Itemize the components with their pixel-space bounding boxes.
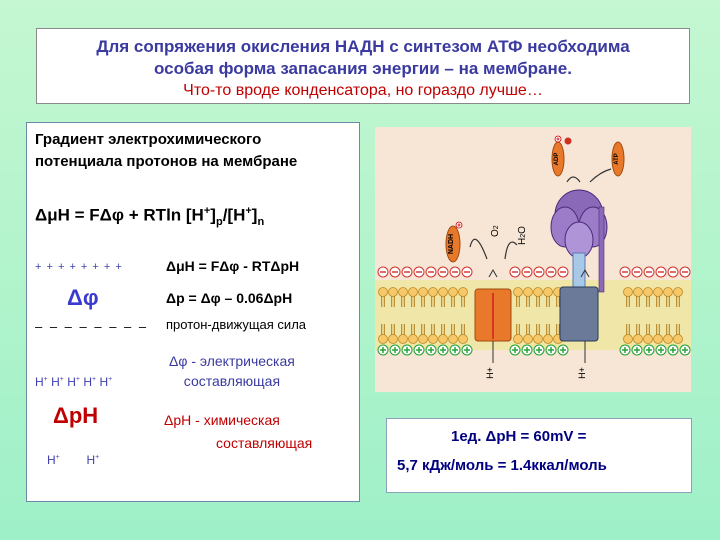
adp-plus-icon [554, 135, 562, 143]
title-box: Для сопряжения окисления НАДН с синтезом… [36, 28, 690, 104]
panel-heading-line-2: потенциала протонов на мембране [35, 153, 298, 170]
electric-line-2: составляющая [183, 373, 281, 389]
adp-oval: ADP [551, 141, 565, 177]
formula-sup-2: + [245, 205, 252, 217]
nadh-plus-icon [455, 221, 463, 229]
potential-equation: ΔμH = FΔφ - RTΔpH [166, 258, 300, 274]
chemical-line-2: составляющая [216, 435, 313, 451]
formula-sub-p: p [215, 216, 223, 229]
h2o-label: H2O [517, 226, 528, 245]
proton-4: H+ [83, 375, 97, 389]
proton-6: H+ [47, 453, 60, 467]
main-formula: ΔμH = FΔφ + RTln [H+]p/[H+]n [35, 205, 265, 229]
delta-ph-symbol: ΔpH [53, 403, 99, 428]
electric-component: Δφ - электрическая составляющая [169, 351, 295, 391]
nadh-arrow [469, 238, 488, 260]
chemical-line-1: ΔpH - химическая [164, 412, 280, 428]
minus-charges-row [377, 266, 691, 278]
nadh-label: NADH [448, 234, 455, 254]
proton-1: H+ [35, 375, 48, 389]
o2-label: O2 [490, 225, 501, 237]
atp-arrow [589, 168, 612, 183]
atp-oval: ATP [611, 141, 625, 177]
proton-3: H+ [67, 375, 80, 389]
formula-sub-n: n [257, 216, 265, 229]
proton-force-equation: Δp = Δφ – 0.06ΔpH [166, 290, 293, 306]
proton-7: H+ [86, 453, 100, 467]
nadh-oval: NADH [445, 225, 461, 263]
atp-label: ATP [614, 153, 620, 165]
info-line-2: 5,7 кДж/моль = 1.4ккал/моль [397, 457, 607, 474]
title-line-3: Что-то вроде конденсатора, но гораздо лу… [183, 82, 543, 99]
membrane-diagram: NADH O2 H2O ADP ATP H+ [375, 127, 691, 392]
panel-heading-line-1: Градиент электрохимического [35, 131, 262, 148]
title-line-1: Для сопряжения окисления НАДН с синтезом… [96, 37, 630, 56]
atp-synthase [550, 189, 608, 363]
proton-row-bottom: H+ H+ [47, 453, 99, 467]
delta-phi-symbol: Δφ [67, 285, 99, 310]
proton-row: H+ H+ H+ H+ H+ [35, 375, 112, 389]
formula-main: ΔμH = FΔφ + RTln [H [35, 205, 204, 225]
adp-label: ADP [554, 153, 560, 166]
respiratory-complex [474, 268, 512, 363]
formula-sup-1: + [203, 205, 211, 217]
gradient-panel: Градиент электрохимического потенциала п… [26, 122, 360, 502]
adp-arrow [566, 176, 581, 183]
electric-line-1: Δφ - электрическая [169, 353, 295, 369]
membrane-svg: NADH O2 H2O ADP ATP H+ [375, 135, 691, 379]
formula-mid: /[H [222, 205, 246, 225]
proton-label-2: H+ [577, 367, 587, 379]
title-line-2: особая форма запасания энергии – на мемб… [154, 59, 572, 78]
proton-label-1: H+ [485, 367, 495, 379]
phosphate-icon [564, 137, 572, 145]
info-box: 1ед. ΔpH = 60mV = 5,7 кДж/моль = 1.4ккал… [386, 418, 692, 493]
proton-5: H+ [99, 375, 113, 389]
o2-arrow [504, 241, 518, 260]
panel-heading: Градиент электрохимического потенциала п… [35, 129, 297, 173]
proton-2: H+ [51, 375, 64, 389]
plus-charges-row: + + + + + + + + [35, 261, 123, 273]
info-line-1: 1ед. ΔpH = 60mV = [451, 428, 587, 445]
minus-charges-row: – – – – – – – – [35, 319, 149, 334]
proton-force-label: протон-движущая сила [166, 317, 307, 332]
